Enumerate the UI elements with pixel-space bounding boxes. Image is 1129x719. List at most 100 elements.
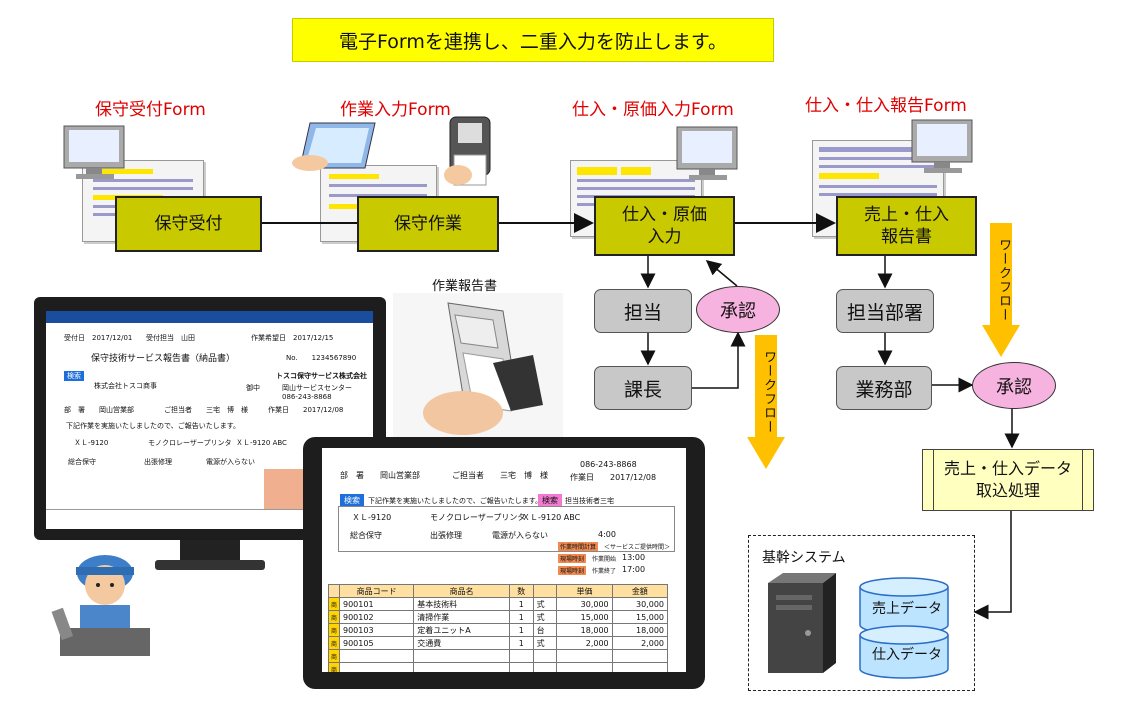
node-kachou: 課長 <box>594 366 692 410</box>
report-model-name: モノクロレーザープリンタ <box>148 439 232 447</box>
form-lines-icon <box>819 147 937 196</box>
report-visit: 出張修理 <box>144 458 172 466</box>
tablet-sama: 様 <box>540 471 548 480</box>
tablet-visit: 出張修理 <box>430 531 462 540</box>
row-marker: 商 <box>328 636 340 650</box>
tablet-start-label: 作業開始 <box>592 556 617 563</box>
table-header-cell: 金額 <box>611 584 669 598</box>
table-cell: 台 <box>532 623 558 637</box>
tablet-start: 13:00 <box>622 553 646 562</box>
table-cell: 2,000 <box>556 636 613 650</box>
monitor-base <box>155 560 265 570</box>
process-uriage-shiire-houkoku: 売上・仕入 報告書 <box>836 196 977 256</box>
report-table-stub <box>46 509 373 529</box>
table-cell: 基本技術料 <box>413 597 510 611</box>
tablet-model: ＸＬ-9120 <box>352 513 392 522</box>
report-search-button[interactable]: 検索 <box>64 371 84 381</box>
tablet-search-button[interactable]: 検索 <box>340 494 364 507</box>
monitor-stand <box>180 540 240 562</box>
tablet-screen: 部 署 岡山営業部 ご担当者 三宅 博 様 086-243-8868 作業日 2… <box>322 448 686 672</box>
table-cell <box>413 649 510 663</box>
tablet-machine-box <box>338 506 675 552</box>
tablet-search-button-2[interactable]: 検索 <box>538 494 562 507</box>
node-tantou: 担当 <box>594 289 692 333</box>
tablet-tantou-label: 担当技術者 <box>565 497 600 505</box>
work-report-label: 作業報告書 <box>432 279 498 294</box>
table-cell <box>556 649 613 663</box>
table-header-cell: 商品名 <box>413 584 510 598</box>
technician-icon <box>50 543 160 662</box>
database-icon <box>859 577 949 686</box>
tablet-calc-button[interactable]: 作業時間計算 <box>558 542 599 551</box>
table-cell <box>532 662 558 672</box>
table-header-cell: 単価 <box>556 584 613 598</box>
report-center: 岡山サービスセンター <box>282 384 352 392</box>
table-cell: 900102 <box>338 610 415 624</box>
table-cell: 18,000 <box>556 623 613 637</box>
row-marker: 商 <box>328 649 340 663</box>
table-cell: 15,000 <box>611 610 669 624</box>
row-marker: 商 <box>328 662 340 672</box>
db-shiire-label: 仕入データ <box>872 647 942 663</box>
tablet-tantousha: ご担当者 三宅 博 <box>452 471 532 480</box>
tablet-end-label: 作業終了 <box>592 568 617 575</box>
table-cell: 式 <box>532 610 558 624</box>
tablet-bumon: 部 署 岡山営業部 <box>340 471 420 480</box>
table-cell: 1 <box>508 623 534 637</box>
report-symptom: 電源が入らない <box>206 458 255 466</box>
tablet-model2: ＸＬ-9120 ABC <box>522 513 581 522</box>
table-cell: 定着ユニットA <box>413 623 510 637</box>
computer-icon <box>910 118 980 182</box>
workflow-label-left: ワークフロー <box>761 350 776 434</box>
tablet-sagyoubi: 作業日 2017/12/08 <box>570 473 657 482</box>
db-uriage-label: 売上データ <box>872 601 942 617</box>
report-title: 保守技術サービス報告書（納品書） <box>91 354 236 364</box>
table-cell: 清掃作業 <box>413 610 510 624</box>
report-no: No. 1234567890 <box>286 354 357 362</box>
table-cell <box>508 649 534 663</box>
report-toolbar <box>46 311 373 323</box>
process-hoshu-uketsuke: 保守受付 <box>115 196 262 252</box>
table-row[interactable]: 商 <box>328 649 669 663</box>
table-row[interactable]: 商 <box>328 662 669 672</box>
report-customer: 株式会社トスコ商事 <box>94 382 157 390</box>
table-cell <box>508 662 534 672</box>
mobile-printer-icon <box>393 293 563 447</box>
table-cell <box>338 649 415 663</box>
tablet-tantou-name: 三宅 <box>600 497 614 505</box>
table-cell <box>532 649 558 663</box>
node-gyoumu-bu: 業務部 <box>836 366 932 410</box>
computer-icon <box>675 125 745 189</box>
report-sagyoubi: 作業日 2017/12/08 <box>268 406 344 414</box>
computer-icon <box>62 124 132 188</box>
tablet-kind: 総合保守 <box>350 531 382 540</box>
table-cell <box>611 662 669 672</box>
form-title-shiire-genka: 仕入・原価入力Form <box>572 100 734 120</box>
row-marker: 商 <box>328 597 340 611</box>
tablet-genba1: 現場時刻 <box>558 554 587 563</box>
workflow-arrow-right <box>981 223 1021 362</box>
core-system-title: 基幹システム <box>762 550 846 566</box>
tablet-note: 下記作業を実施いたしましたので、ご報告いたします。 <box>368 497 543 505</box>
table-cell: 15,000 <box>556 610 613 624</box>
table-header-row: 商品コード 商品名 数 単価 金額 <box>328 584 669 598</box>
report-note: 下記作業を実施いたしましたので、ご報告いたします。 <box>66 422 241 430</box>
form-title-hoshu-uketsuke: 保守受付Form <box>95 100 206 120</box>
process-data-intake: 売上・仕入データ 取込処理 <box>922 449 1094 511</box>
report-kibou: 作業希望日 2017/12/15 <box>251 334 334 342</box>
node-tantou-busho: 担当部署 <box>836 289 934 333</box>
table-cell: 30,000 <box>611 597 669 611</box>
report-model2: ＸＬ-9120 ABC <box>236 439 287 447</box>
table-cell: 1 <box>508 597 534 611</box>
tablet-symptom: 電源が入らない <box>492 531 548 540</box>
report-tel: 086-243-8868 <box>282 393 332 401</box>
report-tantousha: ご担当者 三宅 博 <box>164 406 234 414</box>
process-shiire-genka: 仕入・原価 入力 <box>594 196 735 256</box>
report-company: トスコ保守サービス株式会社 <box>276 372 367 380</box>
